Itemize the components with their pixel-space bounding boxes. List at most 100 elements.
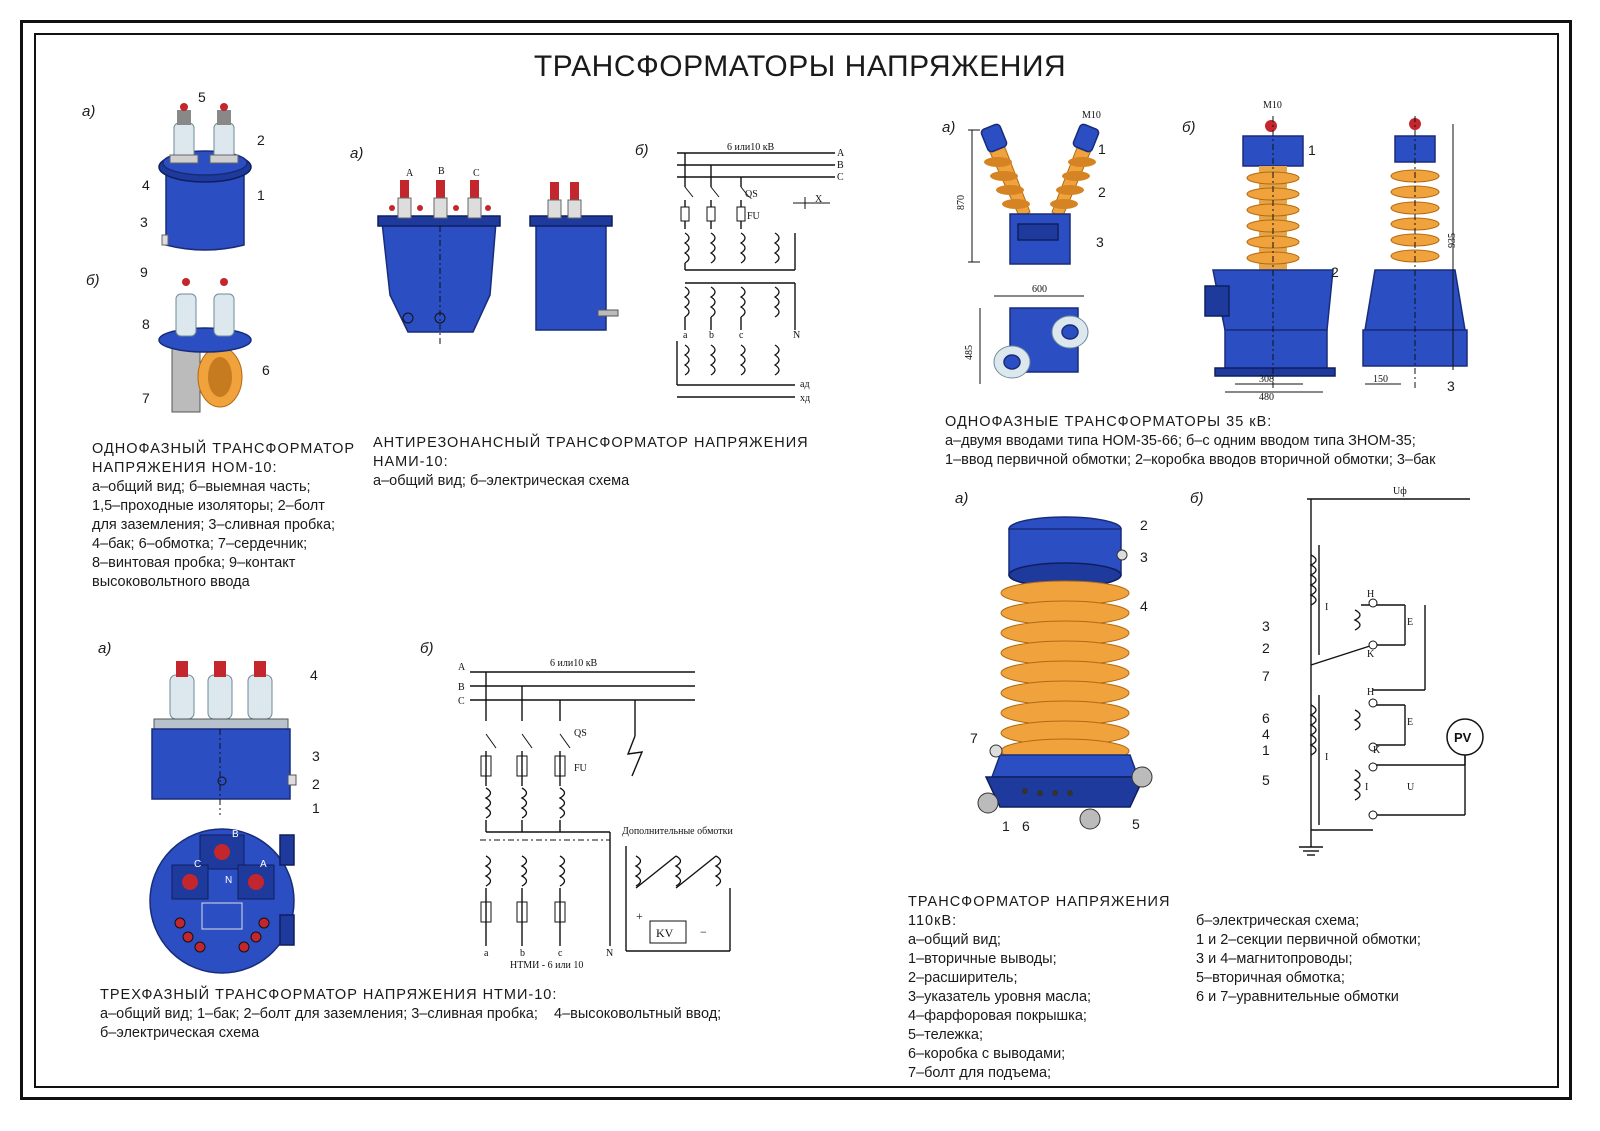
svg-text:308: 308 [1259,374,1274,385]
callout-2: 2 [257,132,265,148]
caption-line: 2–расширитель; [908,970,1018,986]
caption-heading: АНТИРЕЗОНАНСНЫЙ ТРАНСФОРМАТОР НАПРЯЖЕНИЯ… [373,435,809,470]
svg-text:X: X [815,194,823,205]
svg-text:a: a [683,330,688,341]
caption-line: а–общий вид; б–выемная часть; [92,479,311,495]
svg-text:600: 600 [1032,284,1047,295]
panel-label-a: а) [942,119,956,136]
svg-text:N: N [606,948,613,959]
callout-5: 5 [1262,772,1270,788]
caption-line: б–электрическая схема [100,1025,260,1041]
callout-2: 2 [1098,184,1106,200]
svg-text:B: B [837,160,844,171]
callout-7: 7 [1262,668,1270,684]
callout-1: 1 [1308,142,1316,158]
callout-1: 1 [1002,818,1010,834]
callout-5: 5 [1132,816,1140,832]
caption-line-part: а–общий вид; 1–бак; 2–болт для заземлени… [100,1006,538,1022]
caption-line: 3–указатель уровня масла; [908,989,1092,1005]
nom10-removable-part [158,278,252,413]
svg-text:c: c [739,330,744,341]
caption-line: 7–болт для подъема; [908,1065,1052,1081]
caption-heading: ОДНОФАЗНЫЕ ТРАНСФОРМАТОРЫ 35 кВ: [945,414,1273,430]
svg-text:K: K [1373,745,1381,756]
svg-text:6 или10 кВ: 6 или10 кВ [727,142,775,153]
t35-caption: ОДНОФАЗНЫЕ ТРАНСФОРМАТОРЫ 35 кВ: а–двумя… [945,413,1565,470]
svg-text:M10: M10 [1082,110,1101,121]
caption-line: 5–вторичная обмотка; [1196,970,1345,986]
svg-text:НТМИ - 6 или 10: НТМИ - 6 или 10 [510,960,583,971]
svg-text:A: A [260,859,267,870]
svg-text:Дополнительные обмотки: Дополнительные обмотки [622,826,734,837]
caption-line: 1,5–проходные изоляторы; 2–болт [92,498,325,514]
nom10-general-view [158,103,252,251]
svg-text:I: I [1325,602,1328,613]
callout-3: 3 [140,214,148,230]
svg-text:N: N [793,330,800,341]
svg-text:150: 150 [1373,374,1388,385]
svg-text:c: c [558,948,563,959]
svg-text:I: I [1325,752,1328,763]
callout-4: 4 [142,177,150,193]
callout-6: 6 [1262,710,1270,726]
svg-text:a: a [484,948,489,959]
caption-heading: НАПРЯЖЕНИЯ НОМ-10: [92,460,278,476]
callout-9: 9 [140,264,148,280]
callout-1: 1 [1098,141,1106,157]
svg-text:C: C [837,172,844,183]
svg-text:KV: KV [656,926,674,940]
callout-3: 3 [1447,378,1455,394]
callout-1: 1 [1262,742,1270,758]
svg-text:480: 480 [1259,392,1274,403]
svg-text:U: U [1407,782,1415,793]
caption-line: высоковольтного ввода [92,574,250,590]
caption-line: 8–винтовая пробка; 9–контакт [92,555,296,571]
svg-text:485: 485 [964,345,975,360]
svg-text:+: + [636,909,643,923]
svg-text:Uф: Uф [1393,486,1407,497]
svg-text:B: B [458,682,465,693]
callout-4: 4 [1262,726,1270,742]
callout-6: 6 [262,362,270,378]
panel-label-b: б) [635,142,649,159]
svg-text:aд: aд [800,379,810,390]
nom10-caption: ОДНОФАЗНЫЙ ТРАНСФОРМАТОР НАПРЯЖЕНИЯ НОМ-… [92,440,362,592]
caption-line: а–общий вид; [908,932,1001,948]
t110-caption-right: б–электрическая схема; 1 и 2–секции перв… [1196,912,1496,1007]
svg-text:FU: FU [574,763,588,774]
svg-text:E: E [1407,717,1413,728]
svg-text:A: A [837,148,845,159]
caption-heading: ТРЕХФАЗНЫЙ ТРАНСФОРМАТОР НАПРЯЖЕНИЯ НТМИ… [100,987,558,1003]
panel-label-a: а) [82,103,96,120]
caption-line: 6–коробка с выводами; [908,1046,1066,1062]
callout-1: 1 [257,187,265,203]
svg-text:C: C [194,859,201,870]
outer-frame [20,20,1572,1100]
callout-3: 3 [1096,234,1104,250]
callout-1: 1 [312,800,320,816]
panel-label-a: а) [955,490,969,507]
caption-line: б–электрическая схема; [1196,913,1360,929]
panel-label-b: б) [1190,490,1204,507]
ntmi10-caption: ТРЕХФАЗНЫЙ ТРАНСФОРМАТОР НАПРЯЖЕНИЯ НТМИ… [100,986,800,1043]
svg-text:QS: QS [745,189,758,200]
svg-text:C: C [473,168,480,179]
t35-two-bushing-view: 870 M10 600 485 [956,110,1101,384]
caption-line: 1–вторичные выводы; [908,951,1057,967]
callout-3: 3 [312,748,320,764]
panel-label-a: а) [98,640,112,657]
inner-frame [34,33,1559,1088]
callout-6: 6 [1022,818,1030,834]
svg-text:H: H [1367,589,1374,600]
caption-line: 6 и 7–уравнительные обмотки [1196,989,1399,1005]
svg-text:B: B [232,829,239,840]
svg-text:xд: xд [800,393,810,404]
svg-text:b: b [709,330,714,341]
svg-text:C: C [458,696,465,707]
callout-2: 2 [312,776,320,792]
